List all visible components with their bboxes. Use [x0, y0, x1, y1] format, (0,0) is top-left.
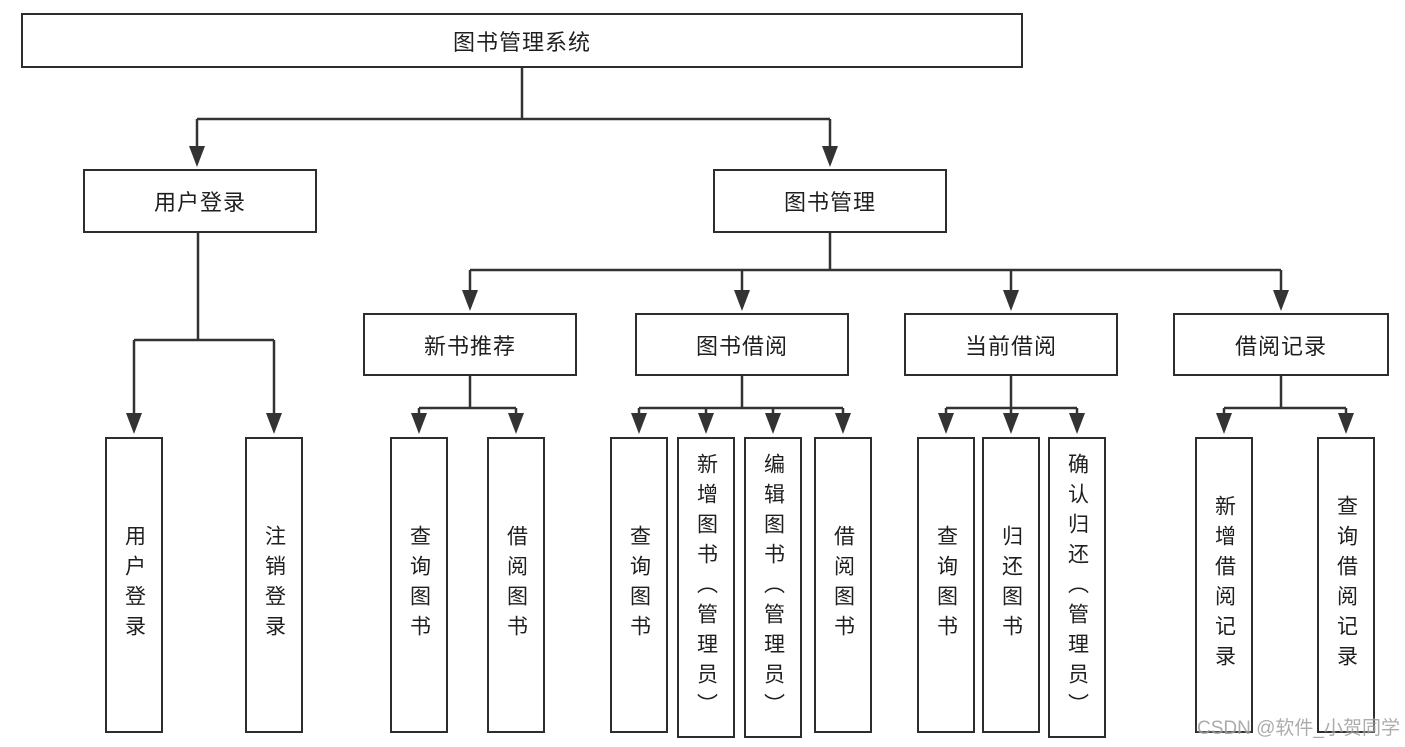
leaf-borrow-book-recommend: 借阅图书	[487, 437, 545, 733]
leaf-edit-book-admin: 编辑图书（管理员）	[744, 437, 802, 738]
connector-root	[189, 68, 838, 167]
arrowhead-icon	[189, 146, 205, 167]
arrowhead-icon	[698, 413, 714, 434]
node-current-borrow: 当前借阅	[904, 313, 1118, 376]
arrowhead-icon	[734, 290, 750, 311]
node-label: 借阅记录	[1234, 333, 1327, 359]
node-label: 借阅图书	[831, 525, 855, 645]
arrowhead-icon	[508, 413, 524, 434]
connector-book-borrow	[631, 376, 851, 434]
arrowhead-icon	[411, 413, 427, 434]
arrowhead-icon	[1003, 290, 1019, 311]
leaf-query-book-borrow: 查询图书	[610, 437, 668, 733]
arrowhead-icon	[1338, 413, 1354, 434]
arrowhead-icon	[1069, 413, 1085, 434]
watermark: CSDN @软件_小贺同学	[1197, 718, 1400, 739]
node-label: 新书推荐	[423, 333, 516, 359]
node-label: 用户登录	[122, 525, 146, 645]
leaf-query-borrow-record: 查询借阅记录	[1317, 437, 1375, 733]
node-label: 注销登录	[262, 525, 286, 645]
node-label: 查询图书	[934, 525, 958, 645]
arrowhead-icon	[1216, 413, 1232, 434]
node-label: 图书借阅	[695, 333, 788, 359]
node-book-borrow: 图书借阅	[635, 313, 849, 376]
arrowhead-icon	[1273, 290, 1289, 311]
leaf-query-book-recommend: 查询图书	[390, 437, 448, 733]
leaf-query-book-current: 查询图书	[917, 437, 975, 733]
connector-new-book-recommend	[411, 376, 524, 434]
leaf-logout: 注销登录	[245, 437, 303, 733]
node-label: 新增借阅记录	[1212, 495, 1236, 675]
connector-user-login	[126, 233, 282, 434]
node-label: 查询借阅记录	[1334, 495, 1358, 675]
node-label: 借阅图书	[504, 525, 528, 645]
connector-current-borrow	[938, 376, 1085, 434]
connector-book-management	[462, 233, 1289, 311]
arrowhead-icon	[765, 413, 781, 434]
node-book-management: 图书管理	[713, 169, 947, 233]
leaf-add-borrow-record: 新增借阅记录	[1195, 437, 1253, 733]
node-label: 查询图书	[627, 525, 651, 645]
node-label: 用户登录	[153, 190, 246, 215]
arrowhead-icon	[938, 413, 954, 434]
node-label: 当前借阅	[964, 333, 1057, 359]
arrowhead-icon	[822, 146, 838, 167]
arrowhead-icon	[266, 413, 282, 434]
connector-borrow-record	[1216, 376, 1354, 434]
node-label: 新增图书（管理员）	[694, 452, 718, 723]
arrowhead-icon	[835, 413, 851, 434]
node-borrow-record: 借阅记录	[1173, 313, 1389, 376]
leaf-return-book: 归还图书	[982, 437, 1040, 733]
leaf-confirm-return-admin: 确认归还（管理员）	[1048, 437, 1106, 738]
node-label: 编辑图书（管理员）	[761, 452, 785, 723]
leaf-borrow-book: 借阅图书	[814, 437, 872, 733]
leaf-add-book-admin: 新增图书（管理员）	[677, 437, 735, 738]
node-library-system: 图书管理系统	[21, 13, 1023, 68]
leaf-user-login: 用户登录	[105, 437, 163, 733]
node-label: 图书管理系统	[452, 29, 591, 55]
node-label: 图书管理	[783, 190, 876, 215]
arrowhead-icon	[126, 413, 142, 434]
node-label: 确认归还（管理员）	[1065, 452, 1089, 723]
arrowhead-icon	[462, 290, 478, 311]
arrowhead-icon	[1003, 413, 1019, 434]
node-new-book-recommend: 新书推荐	[363, 313, 577, 376]
arrowhead-icon	[631, 413, 647, 434]
node-user-login: 用户登录	[83, 169, 317, 233]
node-label: 归还图书	[999, 525, 1023, 645]
node-label: 查询图书	[407, 525, 431, 645]
